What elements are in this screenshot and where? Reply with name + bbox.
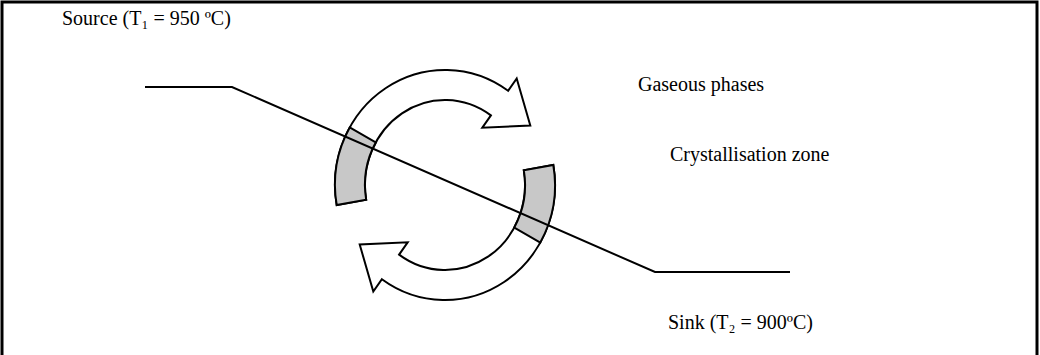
cycle-shade-right (514, 165, 555, 243)
cycle-arrow-top (335, 70, 530, 205)
temperature-profile (145, 87, 790, 272)
cycle-shade-left (335, 128, 376, 206)
source-label: Source (T₁ = 950 ºC) (62, 6, 231, 30)
phase-label: Gaseous phases (638, 72, 764, 96)
sink-label: Sink (T₂ = 900ºC) (668, 310, 813, 334)
zone-label: Crystallisation zone (670, 142, 829, 166)
